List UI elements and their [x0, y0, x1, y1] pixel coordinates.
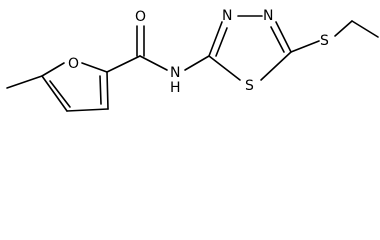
- bond-thiadiazole-n4-c5-inner: [270, 26, 285, 53]
- bond-c2-carbonyl: [106, 55, 141, 73]
- atom-label-carbonyl-oxygen: O: [135, 9, 146, 25]
- bond-c5-s-thioether: [290, 40, 320, 53]
- atom-label-furan-oxygen: O: [68, 56, 79, 72]
- bond-furan-c4-c3: [66, 108, 109, 112]
- bond-furan-c3-c2: [106, 71, 109, 110]
- bond-ch2-ch3: [351, 20, 379, 38]
- bond-thiadiazole-c2-n3: [208, 21, 223, 57]
- chemical-structure-diagram: O O N H N N S S: [6, 8, 379, 112]
- bond-thiadiazole-c2-n3-inner: [215, 27, 228, 57]
- bond-furan-c5-o: [41, 62, 65, 77]
- bond-n-thiadiazole: [184, 55, 210, 71]
- bond-furan-c5-c4-inner: [49, 80, 71, 108]
- bond-methyl: [6, 75, 43, 89]
- bond-thiadiazole-s1-c2: [208, 55, 241, 81]
- bond-s-ch2: [334, 20, 353, 37]
- bond-furan-o-c2: [81, 62, 108, 73]
- bond-furan-c5-c4: [41, 75, 68, 112]
- atom-label-thioether-sulfur: S: [320, 33, 329, 49]
- atom-label-thiadiazole-n3: N: [222, 8, 232, 24]
- atom-label-amide-nitrogen: N: [170, 65, 180, 81]
- atom-label-thiadiazole-sulfur: S: [245, 78, 254, 94]
- bond-thiadiazole-n4-c5: [275, 21, 292, 53]
- bond-carbonyl-n: [139, 55, 168, 71]
- structure-canvas: O O N H N N S S: [6, 8, 379, 112]
- bond-thiadiazole-c5-s1: [260, 51, 292, 81]
- bond-furan-c3-c2-inner: [99, 75, 102, 105]
- atom-label-amide-hydrogen: H: [170, 80, 181, 96]
- atom-label-thiadiazole-n4: N: [263, 8, 273, 24]
